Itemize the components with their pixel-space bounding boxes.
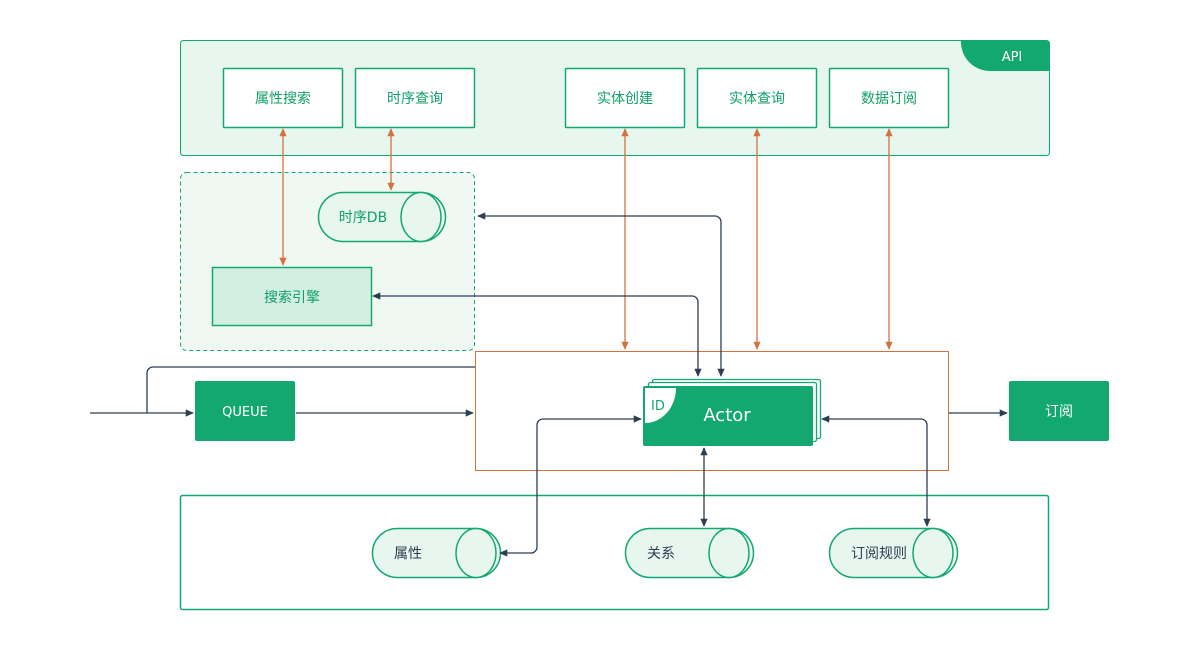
timeseries-db-label: 时序DB [339, 210, 387, 226]
queue-box: QUEUE [195, 381, 295, 441]
api-button-attr-search[interactable]: 属性搜索 [222, 67, 344, 129]
api-button-timeseries-query[interactable]: 时序查询 [354, 67, 476, 129]
navy-connectors [90, 212, 1008, 557]
api-badge-label: API [1002, 50, 1023, 65]
api-button-label: 数据订阅 [861, 91, 917, 107]
api-button-data-subscribe[interactable]: 数据订阅 [828, 67, 950, 129]
connector-bypass [146, 366, 475, 413]
connector-actor-search-engine [372, 292, 702, 377]
api-button-label: 实体查询 [729, 91, 785, 107]
subscribe-label: 订阅 [1045, 404, 1073, 420]
api-button-entity-query[interactable]: 实体查询 [696, 67, 818, 129]
attribute-store-label: 属性 [394, 546, 422, 562]
relation-store-cylinder: 关系 [624, 527, 755, 579]
connector-actor-subscribe-rules [821, 415, 931, 527]
actor-card [643, 386, 813, 446]
actor-id-badge: ID [651, 399, 665, 414]
api-button-entity-create[interactable]: 实体创建 [564, 67, 686, 129]
api-button-label: 实体创建 [597, 91, 653, 107]
api-badge-shape [961, 40, 1050, 71]
search-engine-label: 搜索引擎 [264, 289, 320, 306]
attribute-store-cylinder: 属性 [371, 527, 502, 579]
subscribe-rules-store-cylinder: 订阅规则 [828, 527, 959, 579]
connector-actor-attribute [499, 415, 642, 557]
api-button-label: 属性搜索 [255, 90, 311, 107]
actor-id-badge-shape [645, 388, 676, 423]
subscribe-rules-store-label: 订阅规则 [851, 546, 907, 562]
actor-label: Actor [703, 405, 751, 426]
queue-label: QUEUE [222, 405, 268, 420]
connector-actor-timeseries-db [477, 212, 725, 377]
timeseries-db-cylinder: 时序DB [317, 191, 447, 243]
search-engine-box: 搜索引擎 [211, 266, 373, 327]
relation-store-label: 关系 [647, 546, 675, 562]
subscribe-box: 订阅 [1009, 381, 1109, 441]
actor-stack: ID Actor [643, 378, 822, 446]
api-button-label: 时序查询 [387, 91, 443, 107]
